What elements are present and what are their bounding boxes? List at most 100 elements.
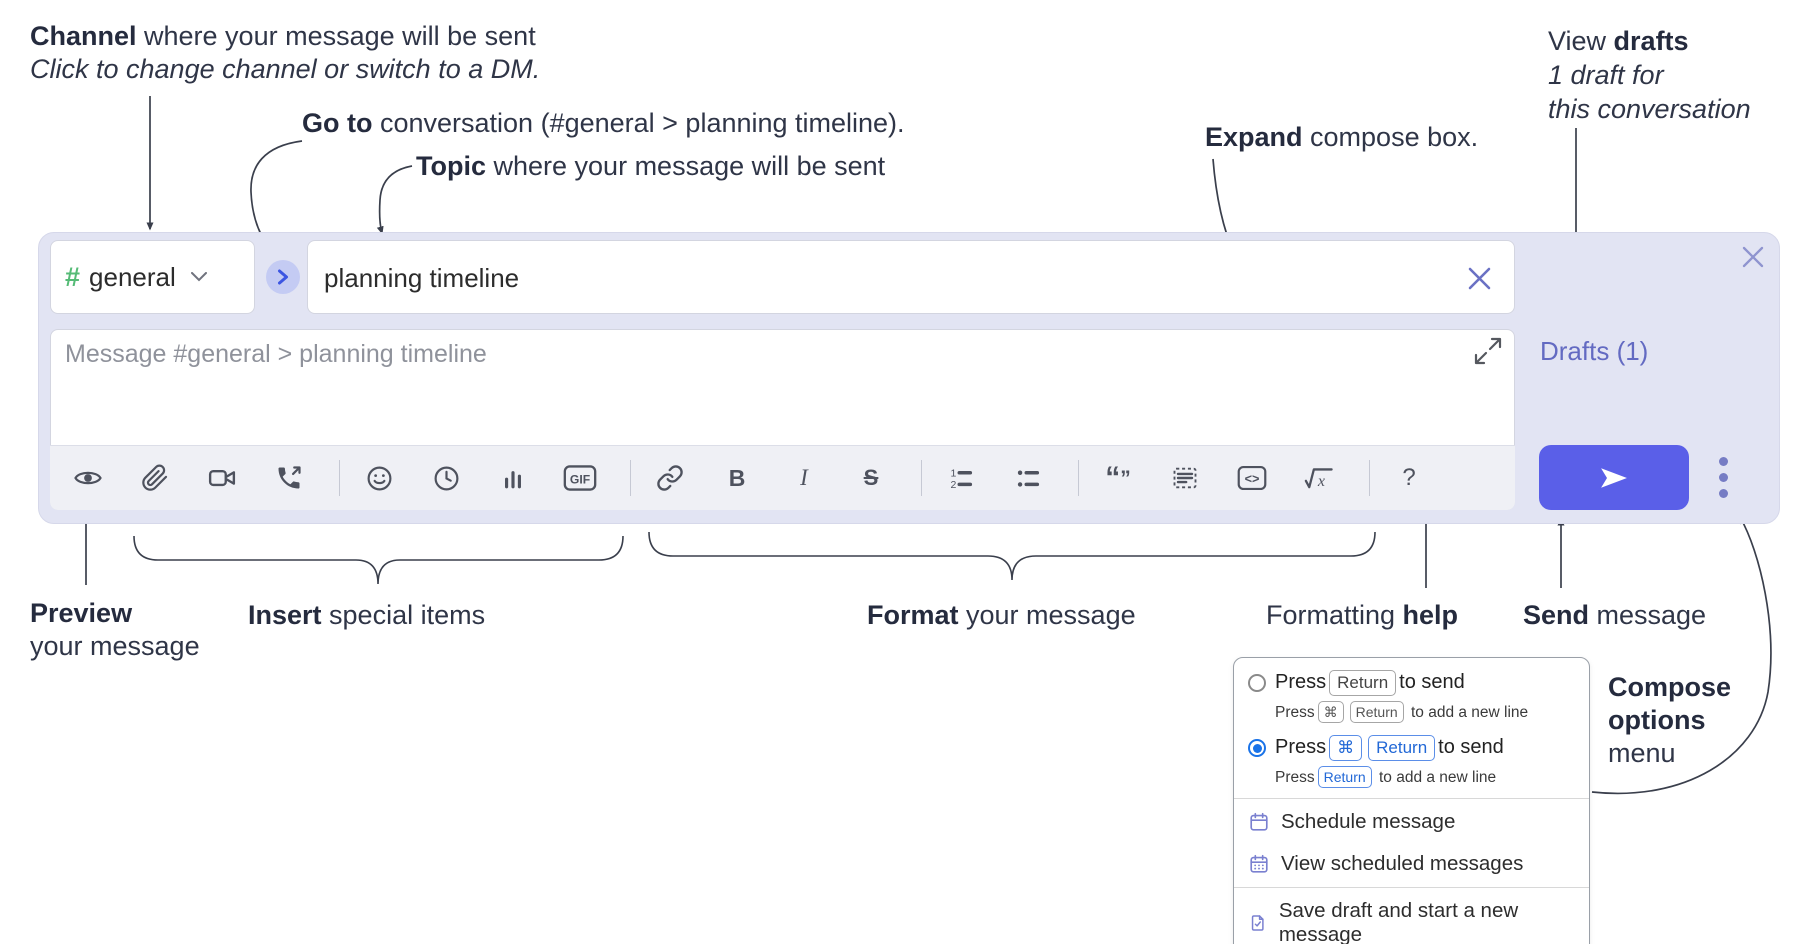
quote-button[interactable]: “”: [1095, 455, 1141, 501]
chevron-right-icon: [278, 269, 288, 285]
close-compose-icon[interactable]: [1739, 243, 1767, 271]
chevron-down-icon: [190, 272, 207, 282]
svg-text:1: 1: [951, 467, 957, 479]
schedule-message-label: Schedule message: [1281, 810, 1456, 833]
svg-text:2: 2: [951, 479, 957, 491]
return-key: Return: [1349, 701, 1404, 723]
save-draft-label: Save draft and start a new message: [1278, 899, 1519, 944]
quote-icon: “”: [1105, 461, 1131, 494]
math-sqrt-icon: x: [1304, 468, 1333, 490]
svg-text:<>: <>: [1245, 472, 1260, 486]
emoji-button[interactable]: [356, 455, 402, 501]
bulleted-list-icon: [1017, 470, 1040, 487]
help-icon: ?: [1402, 464, 1416, 491]
schedule-message-item[interactable]: Schedule message: [1234, 799, 1589, 843]
smiley-icon: [367, 466, 391, 490]
compose-options-menu-button[interactable]: [1705, 449, 1741, 506]
link-button[interactable]: [647, 455, 693, 501]
paperclip-icon: [142, 464, 168, 491]
format-annotation-bold: Format: [867, 600, 959, 630]
return-key: Return: [1317, 766, 1372, 788]
view-scheduled-messages-label: View scheduled messages: [1281, 852, 1524, 875]
bar-chart-icon: [505, 471, 521, 489]
toolbar-divider: [339, 460, 340, 496]
channel-name: general: [89, 261, 176, 292]
strikethrough-icon: S: [863, 465, 879, 490]
time-button[interactable]: [423, 455, 469, 501]
gif-button[interactable]: GIF: [557, 455, 603, 501]
formatting-help-annotation: Formatting help: [1266, 599, 1458, 632]
bold-button[interactable]: B: [714, 455, 760, 501]
calendar-dots-icon: [1250, 854, 1268, 873]
poll-button[interactable]: [490, 455, 536, 501]
preview-annotation-bold: Preview: [30, 598, 133, 628]
audio-call-button[interactable]: [266, 455, 312, 501]
video-call-button[interactable]: [199, 455, 245, 501]
channel-annotation-line2: Click to change channel or switch to a D…: [30, 54, 541, 84]
topic-annotation-bold: Topic: [416, 151, 486, 181]
save-draft-icon: [1251, 915, 1264, 931]
send-annotation-rest: message: [1589, 600, 1707, 630]
toolbar-divider: [1078, 460, 1079, 496]
view-drafts-pre: View: [1548, 26, 1614, 56]
link-icon: [657, 465, 683, 491]
send-paper-plane-icon: [1601, 467, 1627, 488]
gif-icon: GIF: [563, 465, 597, 491]
view-drafts-line3: this conversation: [1548, 94, 1751, 124]
format-brace: [648, 531, 1376, 581]
radio-unselected-icon[interactable]: [1248, 674, 1266, 692]
italic-button[interactable]: I: [781, 455, 827, 501]
code-button[interactable]: <>: [1229, 455, 1275, 501]
numbered-list-icon: 12: [951, 467, 973, 491]
preview-annotation-line2: your message: [30, 631, 200, 661]
topic-input[interactable]: [322, 241, 1456, 315]
send-button[interactable]: [1539, 445, 1689, 510]
return-key: Return: [1329, 670, 1397, 696]
topic-annotation: Topic where your message will be sent: [416, 150, 885, 183]
attach-file-button[interactable]: [132, 455, 178, 501]
format-annotation-rest: your message: [958, 600, 1136, 630]
help-annotation-bold: help: [1402, 600, 1459, 630]
return-key: Return: [1368, 735, 1436, 761]
save-draft-item[interactable]: Save draft and start a new message: [1234, 888, 1589, 944]
compose-options-line3: menu: [1608, 738, 1676, 768]
compose-options-bold1: Compose: [1608, 672, 1732, 702]
goto-pointer-arrow: [250, 140, 303, 245]
send-annotation: Send message: [1523, 599, 1706, 632]
channel-annotation-bold: Channel: [30, 21, 137, 51]
go-to-conversation-button[interactable]: [266, 260, 300, 294]
drafts-link[interactable]: Drafts (1): [1540, 336, 1649, 366]
enter-sends-sub: Press⌘Return to add a new line: [1275, 701, 1575, 723]
spoiler-icon: [1173, 467, 1197, 489]
preview-button[interactable]: [65, 455, 111, 501]
ellipsis-dot: [1718, 457, 1728, 466]
topic-annotation-rest: where your message will be sent: [486, 151, 886, 181]
eye-icon: [74, 471, 102, 485]
view-drafts-bold: drafts: [1613, 26, 1689, 56]
cmd-key: ⌘: [1317, 701, 1344, 723]
bulleted-list-button[interactable]: [1005, 455, 1051, 501]
compose-options-annotation: Compose options menu: [1608, 671, 1731, 770]
radio-selected-icon[interactable]: [1248, 739, 1266, 757]
clear-topic-icon[interactable]: [1466, 265, 1493, 292]
math-button[interactable]: x: [1296, 455, 1342, 501]
strikethrough-button[interactable]: S: [848, 455, 894, 501]
topic-input-box: [307, 240, 1515, 315]
calendar-icon: [1250, 812, 1268, 831]
spoiler-button[interactable]: [1162, 455, 1208, 501]
format-annotation: Format your message: [867, 599, 1136, 632]
message-input[interactable]: [63, 338, 1457, 442]
formatting-help-button[interactable]: ?: [1386, 455, 1432, 501]
view-scheduled-messages-item[interactable]: View scheduled messages: [1234, 843, 1589, 887]
channel-selector[interactable]: # general: [50, 240, 255, 314]
expand-compose-icon[interactable]: [1472, 335, 1504, 367]
toolbar-divider: [1369, 460, 1370, 496]
toolbar-divider: [921, 460, 922, 496]
